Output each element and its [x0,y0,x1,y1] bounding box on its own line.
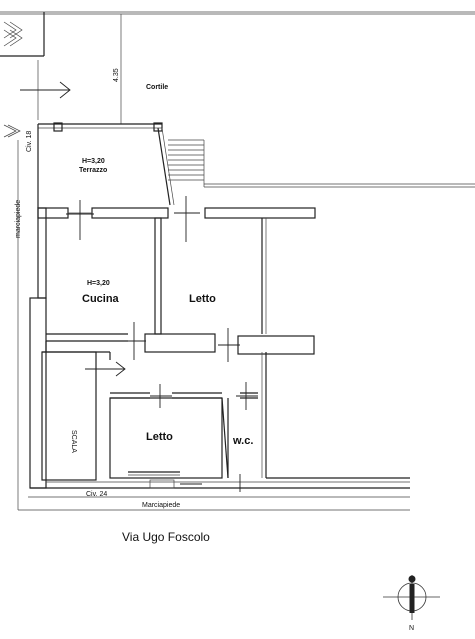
terrace-outline [37,122,175,208]
room-label-wc: w.c. [232,435,253,447]
terrace-height-label: H=3,20 [82,158,105,165]
dimension-label: 4.35 [113,68,120,82]
north-arrow-icon [383,575,440,620]
kitchen-height-label: H=3,20 [87,280,110,287]
sidewalk-lines [17,140,410,511]
civ-24-label: Civ. 24 [86,491,107,498]
entry-arrow-icon [20,81,71,99]
room-label-scala: SCALA [70,430,77,453]
room-label-letto-upper: Letto [189,293,216,305]
room-label-terrazzo: Terrazzo [79,167,107,174]
apartment-walls [29,207,410,489]
opening-marks [66,196,258,492]
north-label: N [409,625,414,632]
room-label-letto-lower: Letto [146,431,173,443]
marciapiede-bottom-label: Marciapiede [142,502,180,509]
courtyard-boundary [0,11,475,188]
exterior-stairs [168,139,205,187]
street-name-label: Via Ugo Foscolo [122,530,210,544]
room-label-cucina: Cucina [82,293,120,305]
civ-18-label: Civ. 18 [26,131,33,152]
marciapiede-side-label: marciapiede [15,200,22,238]
room-label-cortile: Cortile [146,84,168,91]
hatched-wall-block [3,21,23,138]
entry-arrow-icon [85,361,126,377]
